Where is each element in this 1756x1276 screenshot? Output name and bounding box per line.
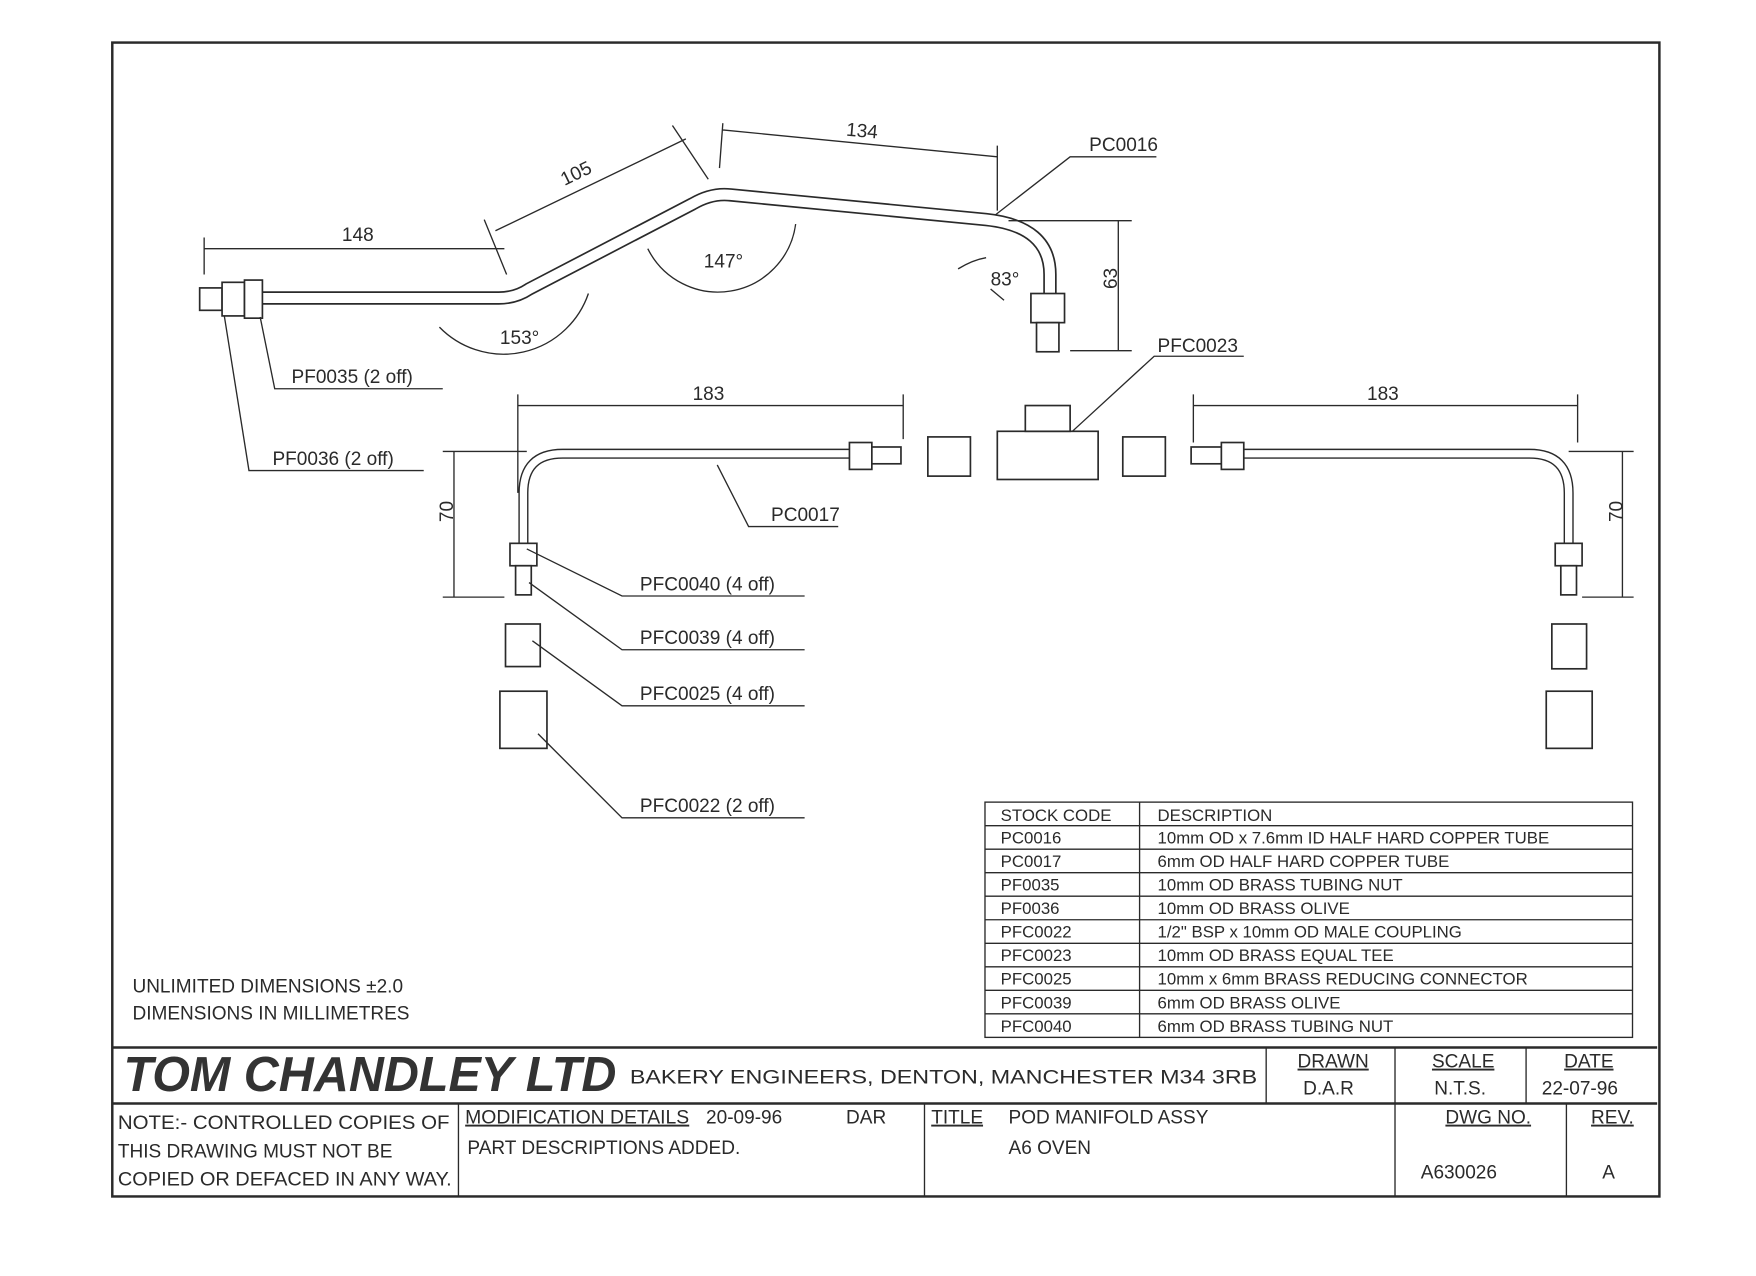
angle-147: 147° <box>704 252 743 273</box>
table-cell-code: PFC0040 <box>1001 1017 1072 1036</box>
dim-183-left: 183 <box>693 384 725 405</box>
callout-pfc0022: PFC0022 (2 off) <box>640 796 775 817</box>
title-block: TOM CHANDLEY LTD BAKERY ENGINEERS, DENTO… <box>112 1046 1658 1197</box>
table-cell-code: PFC0022 <box>1001 923 1072 942</box>
scale-value: N.T.S. <box>1434 1079 1486 1100</box>
table-cell-description: 10mm OD BRASS TUBING NUT <box>1158 876 1403 895</box>
coupling-pfc0022-right <box>1545 690 1594 750</box>
table-cell-code: PFC0023 <box>1001 946 1072 965</box>
drawing-border <box>111 41 1661 1198</box>
callout-pc0016: PC0016 <box>1089 135 1158 156</box>
table-cell-description: 6mm OD HALF HARD COPPER TUBE <box>1158 852 1450 871</box>
table-cell-description: 1/2" BSP x 10mm OD MALE COUPLING <box>1158 923 1462 942</box>
date-label: DATE <box>1564 1052 1613 1073</box>
dwg-no-label: DWG NO. <box>1445 1108 1531 1129</box>
table-cell-description: 6mm OD BRASS OLIVE <box>1158 993 1341 1012</box>
dim-70-left: 70 <box>437 501 458 522</box>
callout-pfc0025: PFC0025 (4 off) <box>640 684 775 705</box>
table-cell-code: PFC0025 <box>1001 970 1072 989</box>
callout-pf0036: PF0036 (2 off) <box>272 449 393 470</box>
tolerance-note: UNLIMITED DIMENSIONS ±2.0 <box>132 977 403 998</box>
modification-date: 20-09-96 <box>706 1108 782 1129</box>
angle-83: 83° <box>991 270 1020 291</box>
company-address: BAKERY ENGINEERS, DENTON, MANCHESTER M34… <box>630 1067 1257 1088</box>
callout-leaders <box>223 156 1244 819</box>
table-header-description: DESCRIPTION <box>1158 806 1273 825</box>
modification-by: DAR <box>846 1108 886 1129</box>
note-line-3: COPIED OR DEFACED IN ANY WAY. <box>118 1169 452 1190</box>
table-cell-description: 10mm x 6mm BRASS REDUCING CONNECTOR <box>1158 970 1528 989</box>
coupling-pfc0022-left <box>499 690 548 750</box>
modification-label: MODIFICATION DETAILS <box>465 1108 689 1129</box>
drawn-label: DRAWN <box>1298 1052 1369 1073</box>
pipe-pc0017-right <box>1190 441 1583 596</box>
reducing-connector-left <box>927 436 972 477</box>
table-cell-code: PFC0039 <box>1001 993 1072 1012</box>
callout-pc0017: PC0017 <box>771 505 840 526</box>
title-line-2: A6 OVEN <box>1009 1138 1092 1159</box>
table-header-code: STOCK CODE <box>1001 806 1112 825</box>
reducing-connector-right <box>1121 436 1167 477</box>
scale-label: SCALE <box>1432 1052 1494 1073</box>
modification-text: PART DESCRIPTIONS ADDED. <box>467 1138 740 1159</box>
drawn-value: D.A.R <box>1303 1079 1354 1100</box>
table-cell-code: PF0035 <box>1001 876 1060 895</box>
dim-148: 148 <box>342 225 374 246</box>
rev-label: REV. <box>1591 1108 1634 1129</box>
table-cell-code: PF0036 <box>1001 899 1060 918</box>
connector-pfc0025-right <box>1551 623 1588 670</box>
company-logo: TOM CHANDLEY LTD <box>123 1047 616 1102</box>
dim-63: 63 <box>1101 268 1122 289</box>
pipe-pc0016 <box>198 187 1066 353</box>
tee-pfc0023 <box>996 404 1099 481</box>
callout-pfc0040: PFC0040 (4 off) <box>640 574 775 595</box>
dim-134: 134 <box>845 120 879 144</box>
table-cell-description: 10mm OD x 7.6mm ID HALF HARD COPPER TUBE <box>1158 829 1550 848</box>
angle-153: 153° <box>500 328 539 349</box>
title-line-1: POD MANIFOLD ASSY <box>1009 1108 1209 1129</box>
connector-pfc0025-left <box>504 623 542 668</box>
date-value: 22-07-96 <box>1542 1079 1618 1100</box>
dimension-lines <box>203 123 1634 598</box>
table-cell-description: 10mm OD BRASS EQUAL TEE <box>1158 946 1394 965</box>
callout-pfc0023: PFC0023 <box>1158 336 1238 357</box>
pipe-pc0017-left <box>509 441 902 596</box>
note-line-1: NOTE:- CONTROLLED COPIES OF <box>118 1113 450 1134</box>
title-label: TITLE <box>931 1108 983 1129</box>
dwg-no-value: A630026 <box>1421 1163 1497 1184</box>
callout-pfc0039: PFC0039 (4 off) <box>640 628 775 649</box>
dim-70-right: 70 <box>1606 501 1627 522</box>
rev-value: A <box>1602 1163 1615 1184</box>
callout-pf0035: PF0035 (2 off) <box>292 367 413 388</box>
table-cell-code: PC0016 <box>1001 829 1062 848</box>
table-cell-description: 6mm OD BRASS TUBING NUT <box>1158 1017 1394 1036</box>
units-note: DIMENSIONS IN MILLIMETRES <box>132 1003 409 1024</box>
table-cell-code: PC0017 <box>1001 852 1062 871</box>
parts-table: STOCK CODE DESCRIPTION PC0016 10mm OD x 7… <box>984 801 1634 1039</box>
dim-183-right: 183 <box>1367 384 1399 405</box>
note-line-2: THIS DRAWING MUST NOT BE <box>118 1141 393 1162</box>
table-cell-description: 10mm OD BRASS OLIVE <box>1158 899 1350 918</box>
